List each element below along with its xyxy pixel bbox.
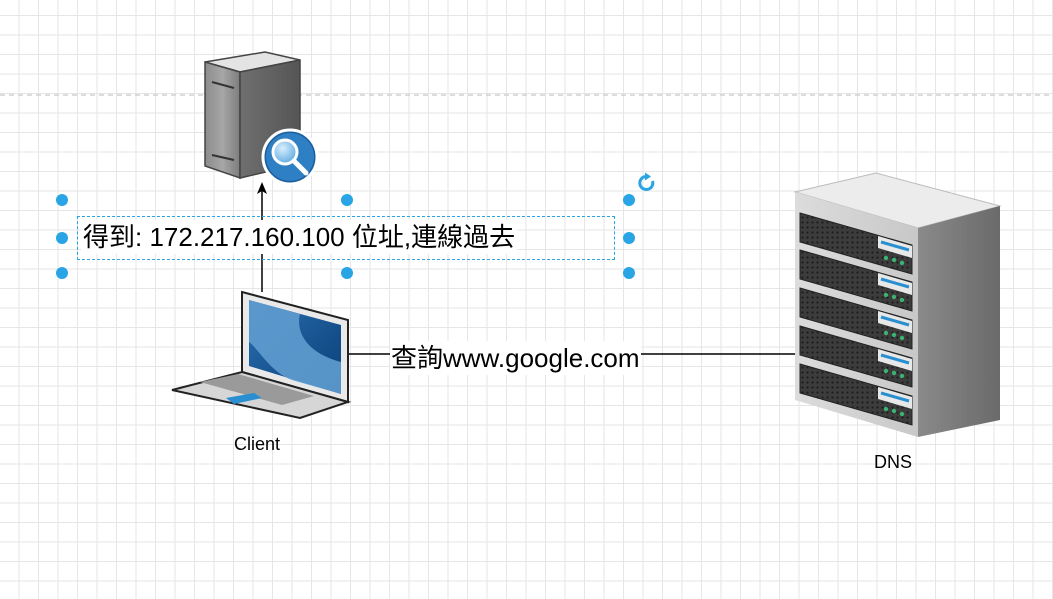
resize-handle-right[interactable] xyxy=(623,232,635,244)
resize-handle-left[interactable] xyxy=(56,232,68,244)
resize-handle-bottom-right[interactable] xyxy=(623,267,635,279)
arrowhead xyxy=(257,182,267,194)
resize-handle-top-left[interactable] xyxy=(56,194,68,206)
search-server-icon[interactable] xyxy=(204,51,319,186)
node-label-dns[interactable]: DNS xyxy=(874,452,913,472)
edge-label-query[interactable]: 查詢www.google.com xyxy=(390,341,641,375)
selected-edge-label[interactable]: 得到: 172.217.160.100 位址,連線過去 xyxy=(77,216,615,260)
laptop-icon[interactable] xyxy=(171,290,352,420)
resize-handle-top-right[interactable] xyxy=(623,194,635,206)
rotate-handle-icon[interactable] xyxy=(636,172,658,194)
server-rack-icon[interactable] xyxy=(793,172,1002,437)
resize-handle-top[interactable] xyxy=(341,194,353,206)
resize-handle-bottom[interactable] xyxy=(341,267,353,279)
edge-label-response[interactable]: 得到: 172.217.160.100 位址,連線過去 xyxy=(81,220,518,254)
node-label-client[interactable]: Client xyxy=(234,434,281,454)
resize-handle-bottom-left[interactable] xyxy=(56,267,68,279)
